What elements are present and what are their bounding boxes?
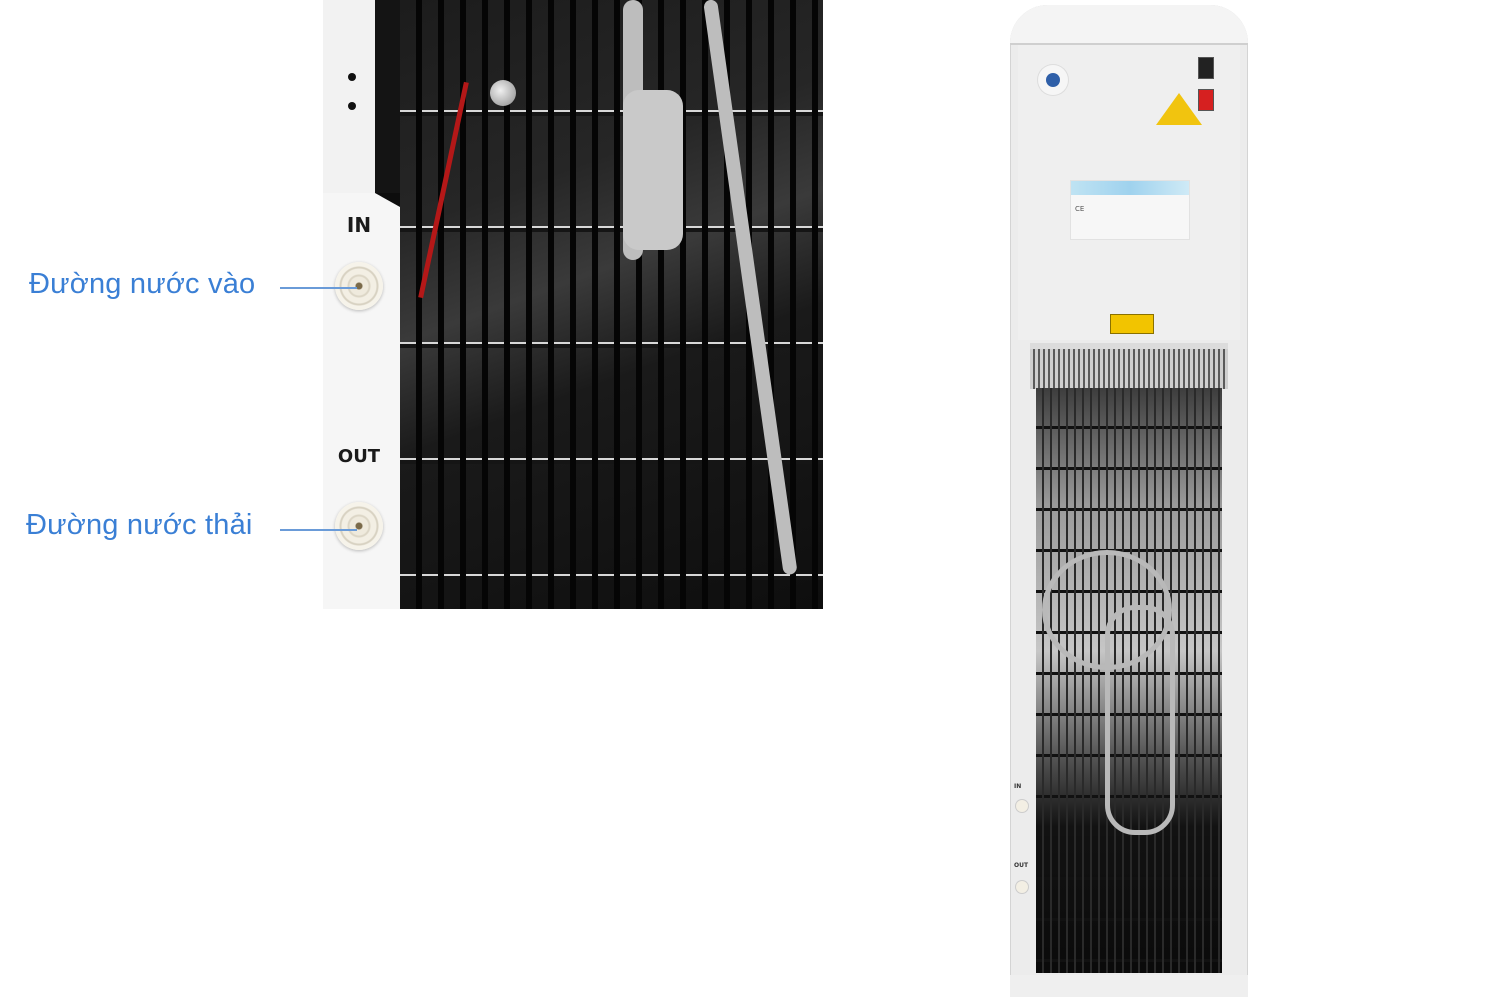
side-port-out [1016, 881, 1028, 893]
side-port-in-label: IN [1014, 783, 1022, 790]
power-cord [1105, 605, 1175, 835]
grille-shadow [375, 0, 400, 193]
ce-mark: CE [1075, 205, 1085, 213]
power-switch-cold [1198, 57, 1214, 79]
dispenser-base [1010, 975, 1248, 997]
port-out [335, 502, 383, 550]
thermostat-knob [1046, 73, 1060, 87]
callout-line-inlet [280, 287, 357, 289]
warning-triangle-icon [1156, 93, 1202, 125]
closeup-photo: IN OUT [323, 0, 823, 609]
caution-sticker [1110, 314, 1154, 334]
panel-hole [348, 102, 356, 110]
water-dispenser-rear: CE IN OUT [1010, 5, 1248, 997]
dispenser-top-cap [1010, 5, 1248, 45]
port-out-label: OUT [337, 446, 381, 467]
port-in-label: IN [346, 213, 372, 237]
rating-nameplate: CE [1070, 180, 1190, 240]
callout-line-drain [280, 529, 357, 531]
panel-hole [348, 73, 356, 81]
callout-water-inlet: Đường nước vào [29, 268, 256, 300]
top-vent [1030, 343, 1228, 389]
side-port-out-label: OUT [1014, 862, 1029, 869]
screw [490, 80, 516, 106]
power-plug [623, 90, 683, 250]
condenser-grille-full [1036, 388, 1222, 973]
port-in [335, 262, 383, 310]
callout-water-drain: Đường nước thải [26, 509, 253, 541]
side-port-in [1016, 800, 1028, 812]
